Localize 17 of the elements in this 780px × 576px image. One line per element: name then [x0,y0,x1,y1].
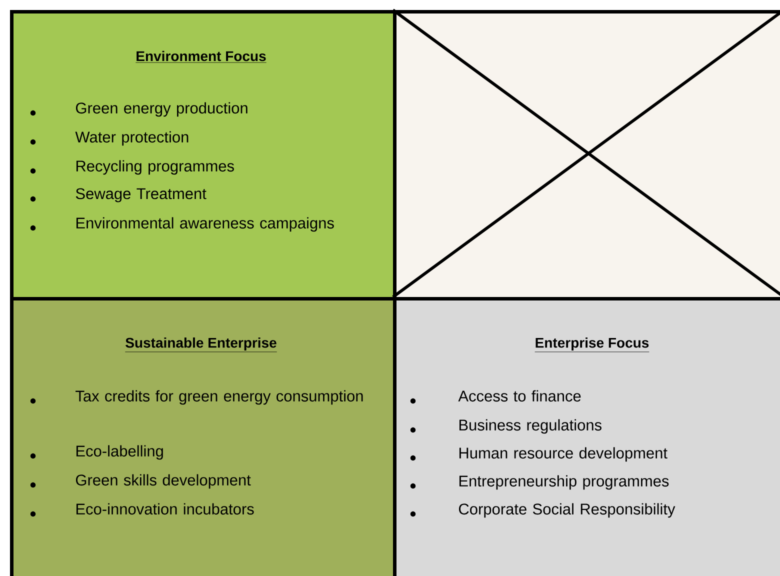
bullet-item: Eco-labelling [30,445,163,460]
bullet-item: Tax credits for green energy consumption [30,390,363,405]
bullet-item: Green energy production [30,102,248,117]
bullet-item: Corporate Social Responsibility [410,503,676,518]
bullet-item: Green skills development [30,474,251,489]
bullet-item: Environmental awareness campaigns [30,217,334,232]
bullet-item: Recycling programmes [30,160,234,175]
heading: Environment Focus [135,50,267,63]
bullet-item: Business regulations [410,419,602,434]
heading: Sustainable Enterprise [124,337,278,352]
heading: Enterprise Focus [534,337,650,352]
bullet-item: Water protection [30,131,188,146]
bullet-item: Human resource development [410,447,668,462]
bullet-item: Access to finance [410,390,581,404]
bullet-item: Sewage Treatment [30,188,206,202]
bullet-item: Entrepreneurship programmes [410,475,669,490]
bullet-item: Eco-innovation incubators [30,503,254,517]
